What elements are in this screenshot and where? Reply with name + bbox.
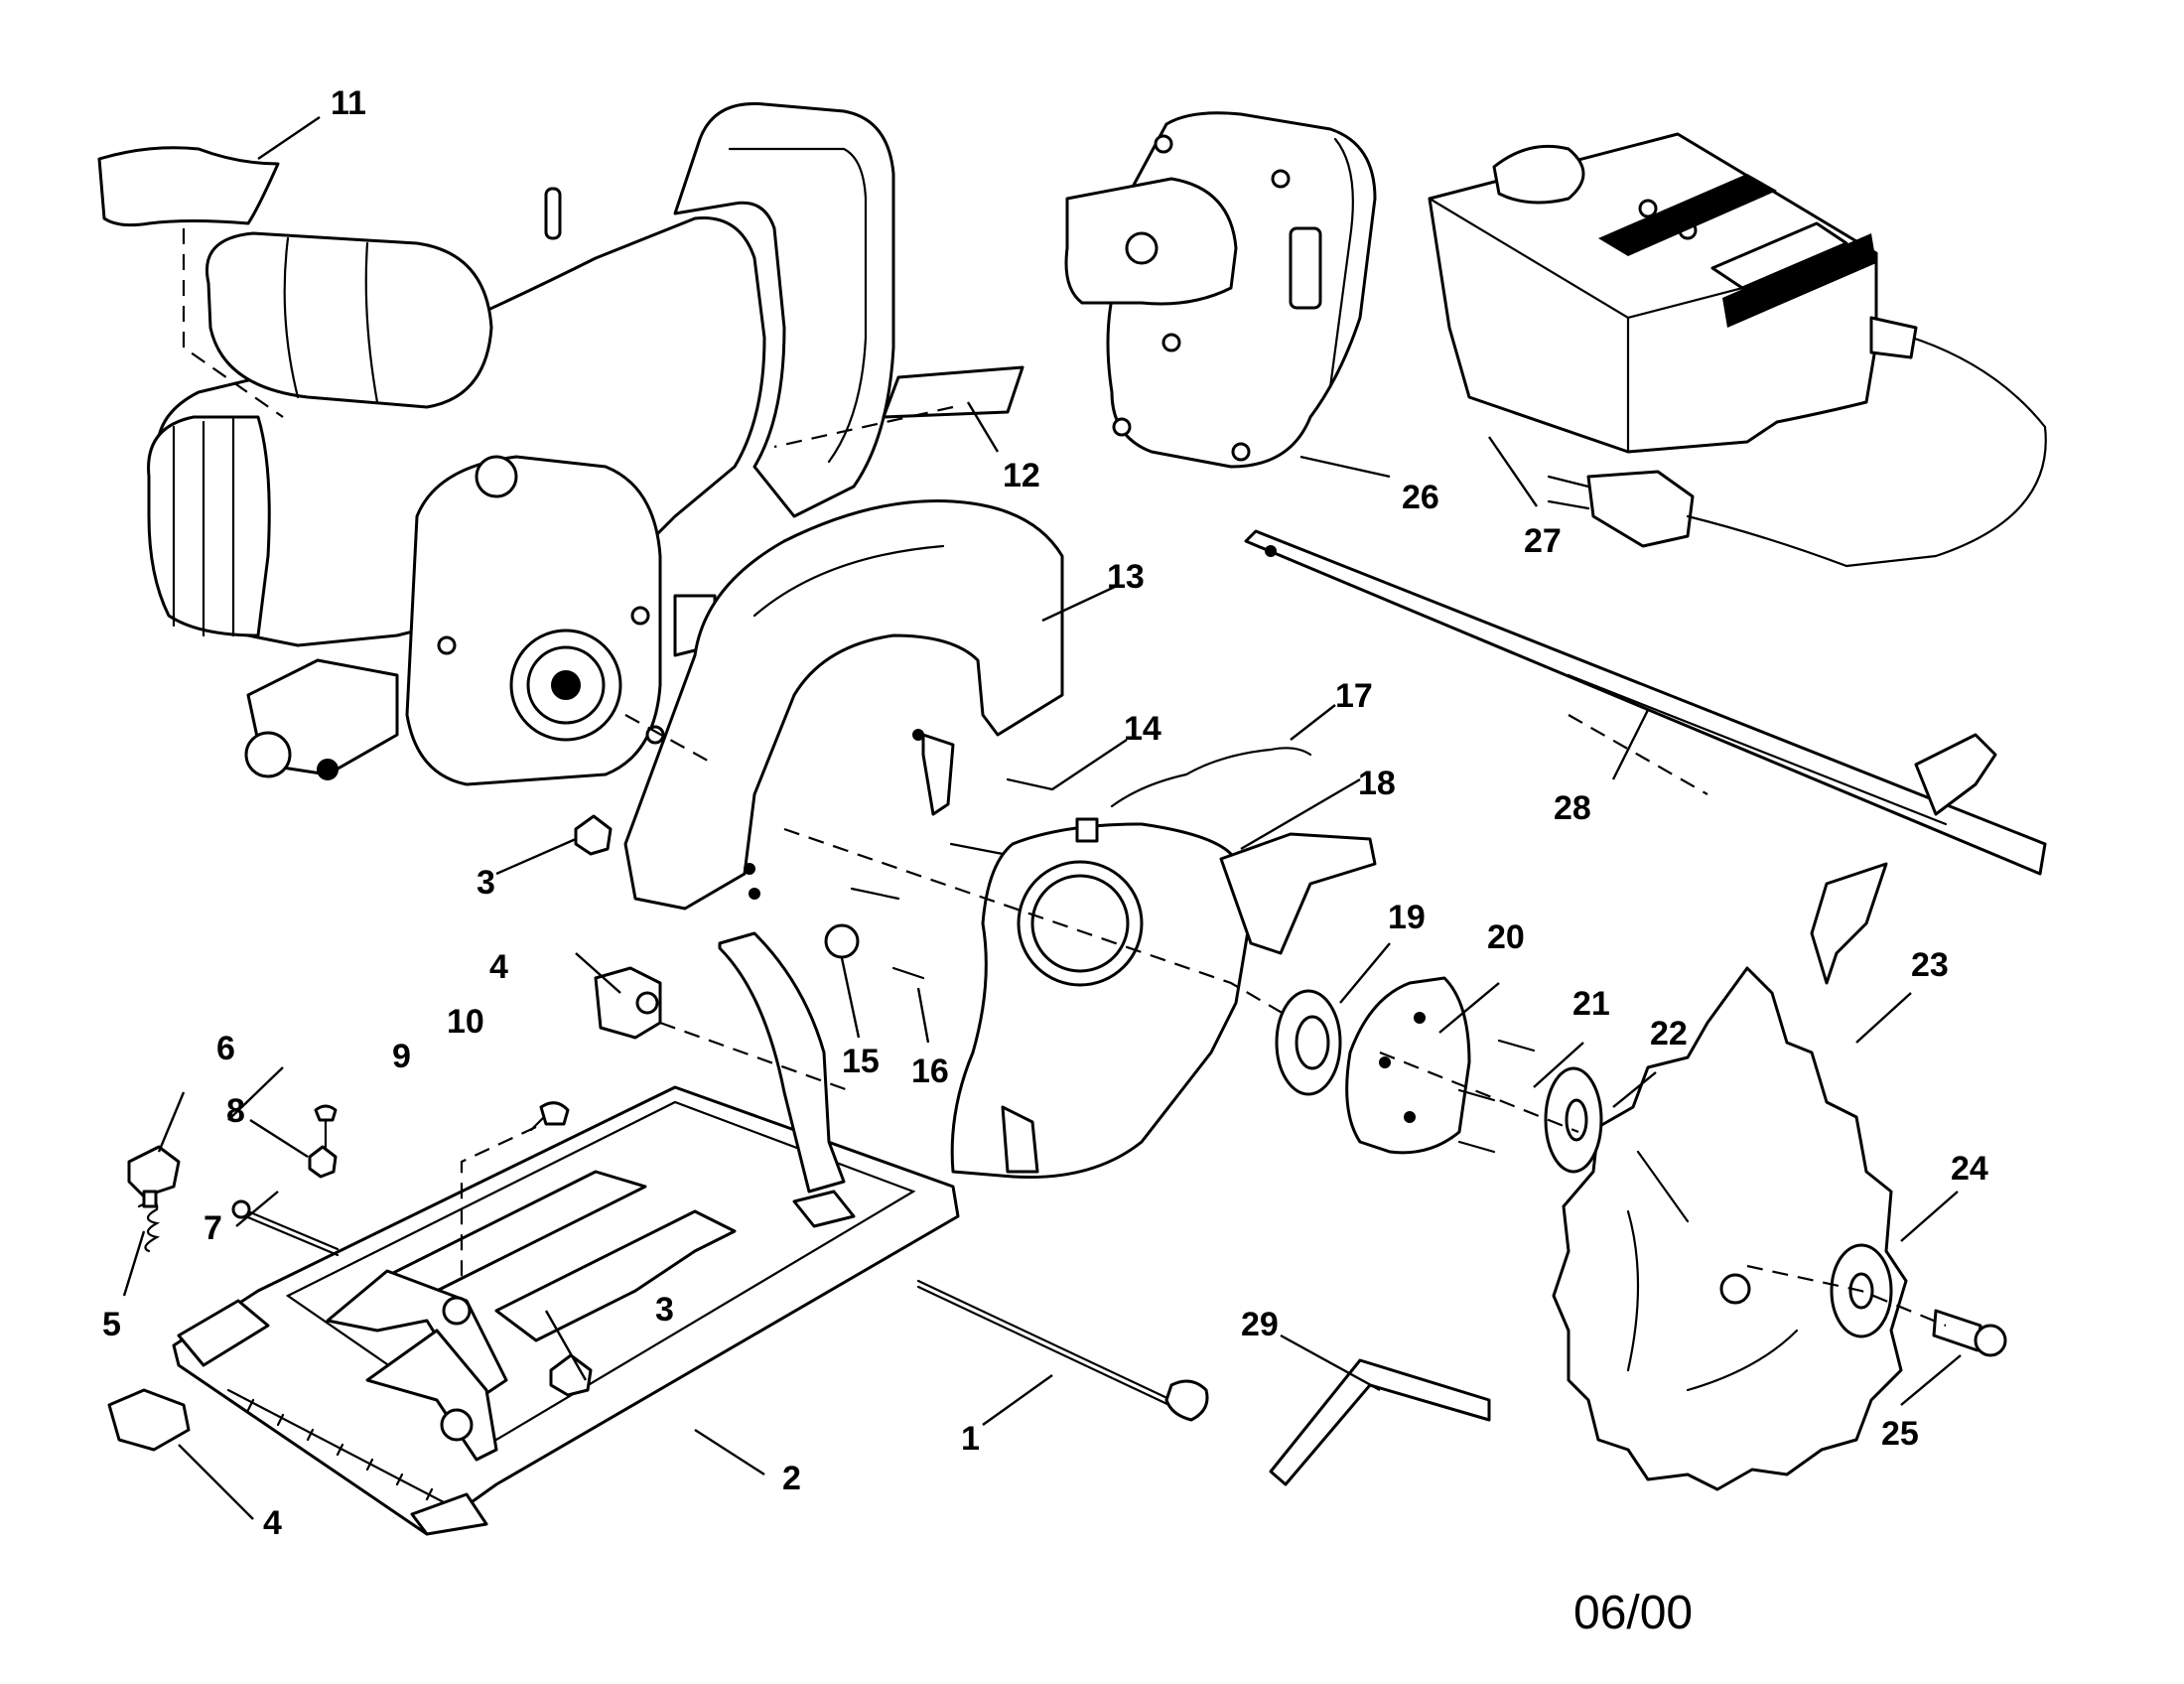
nut-3-upper	[574, 814, 613, 856]
callout-labels: 11 12 13 14 15 16 17 18 19 20 21 22 23 2…	[102, 84, 1988, 1542]
callout-5: 5	[102, 1306, 121, 1343]
saw-blade	[1552, 966, 1908, 1491]
washer-plate-20	[1345, 976, 1471, 1155]
callout-1: 1	[961, 1420, 980, 1458]
callout-3-upper: 3	[477, 864, 495, 902]
callout-24: 24	[1951, 1150, 1988, 1188]
leader-lines	[122, 116, 1962, 1520]
screw-21a	[1497, 1039, 1536, 1052]
callout-4-upper: 4	[489, 948, 508, 986]
callout-3-lower: 3	[655, 1291, 674, 1329]
callout-2: 2	[782, 1460, 801, 1497]
callout-12: 12	[1003, 457, 1040, 494]
bushing-15	[824, 923, 860, 959]
callout-29: 29	[1241, 1306, 1279, 1343]
screw-21c	[1457, 1140, 1496, 1154]
spring-5	[137, 1200, 161, 1253]
spring-17	[1110, 747, 1312, 808]
callout-26: 26	[1402, 479, 1439, 516]
callout-21: 21	[1572, 985, 1610, 1023]
label-decal-12	[882, 365, 1024, 419]
callout-4-lower: 4	[263, 1504, 282, 1542]
assembly-lines	[182, 228, 1947, 1328]
base-plate	[172, 931, 960, 1536]
callout-9: 9	[392, 1038, 411, 1075]
saw-housing	[147, 101, 895, 786]
nut-8	[308, 1145, 338, 1179]
callout-10: 10	[447, 1003, 484, 1041]
callout-22: 22	[1650, 1015, 1688, 1052]
callout-17: 17	[1335, 677, 1373, 715]
bearing-19	[1275, 989, 1342, 1096]
callout-27: 27	[1524, 522, 1562, 560]
callout-16: 16	[911, 1052, 949, 1090]
lower-blade-guard	[950, 817, 1377, 1180]
callout-15: 15	[842, 1043, 880, 1080]
screw-14c	[850, 887, 900, 901]
screw-14b	[949, 842, 1005, 856]
callout-11: 11	[331, 84, 366, 122]
callout-6: 6	[216, 1030, 235, 1067]
callout-20: 20	[1487, 918, 1525, 956]
callout-7: 7	[204, 1209, 222, 1247]
bolt-7	[231, 1199, 340, 1257]
blade-bolt-25	[1932, 1309, 2007, 1357]
battery-pack	[1064, 111, 1377, 469]
hex-wrench-29	[1269, 1358, 1491, 1486]
callout-28: 28	[1554, 789, 1591, 827]
label-decal-11	[97, 146, 280, 227]
washer-22	[1544, 1066, 1603, 1174]
upper-blade-guard	[623, 499, 1064, 911]
callout-19: 19	[1388, 899, 1426, 936]
callout-23: 23	[1911, 946, 1949, 984]
callout-18: 18	[1358, 765, 1396, 802]
screw-9	[314, 1104, 338, 1149]
clamp-knob-4-lower	[107, 1388, 191, 1452]
callout-13: 13	[1107, 558, 1145, 596]
screw-16	[891, 966, 925, 980]
screw-10	[529, 1101, 570, 1132]
battery-charger	[1428, 132, 2047, 568]
callout-14: 14	[1124, 710, 1161, 748]
knob-stem	[142, 1190, 158, 1208]
knob-hole	[635, 991, 659, 1015]
thumb-knob-6	[127, 1145, 181, 1198]
screw-14a	[1006, 777, 1054, 791]
screw-21b	[1457, 1088, 1496, 1102]
date-code: 06/00	[1573, 1587, 1693, 1639]
rip-fence	[1244, 529, 2047, 985]
callout-8: 8	[226, 1092, 245, 1130]
vent-grille	[1598, 174, 1876, 328]
long-bolt-1	[916, 1279, 1209, 1422]
callout-25: 25	[1881, 1415, 1919, 1453]
